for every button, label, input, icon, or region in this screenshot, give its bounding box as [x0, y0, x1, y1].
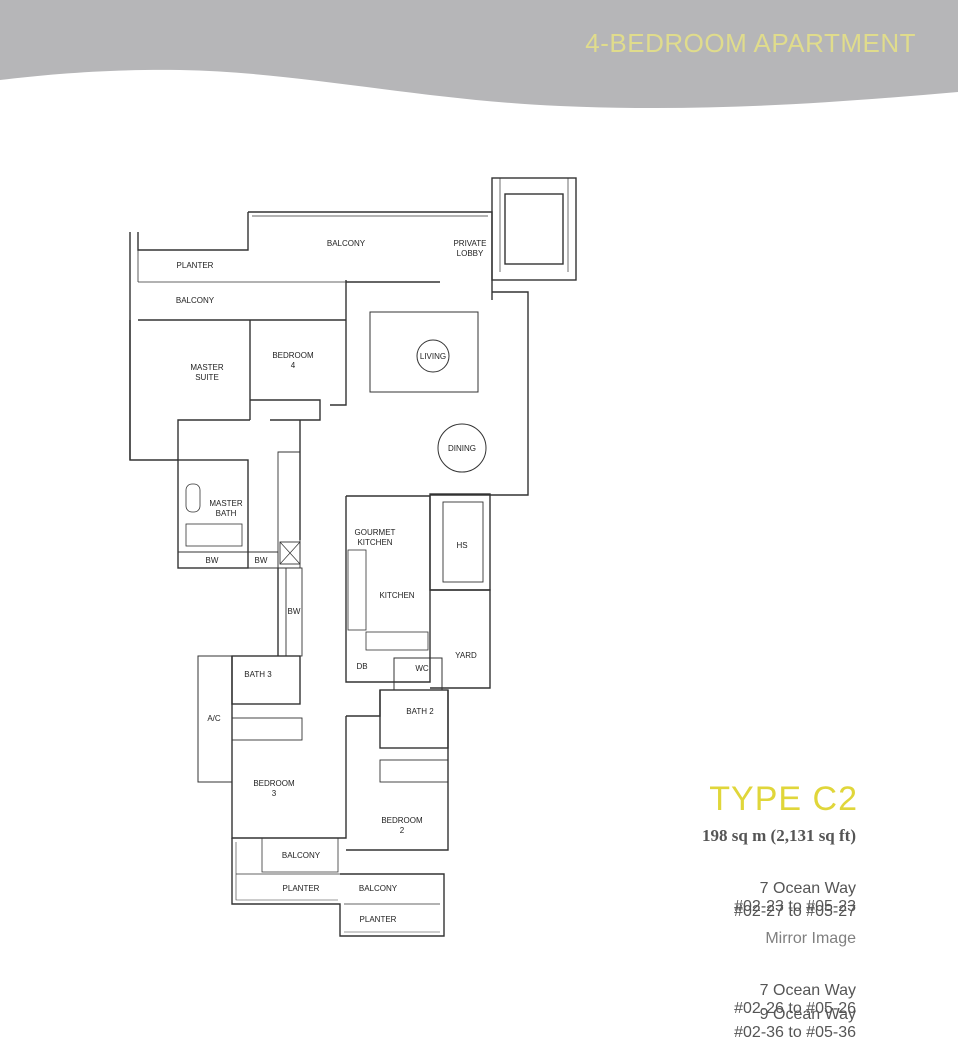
label-bw-2: BW: [255, 556, 268, 565]
label-gourmet-kitchen-1: GOURMET: [355, 528, 396, 537]
dining-table-icon: [437, 423, 487, 473]
label-kitchen: KITCHEN: [379, 591, 414, 600]
label-bedroom4-2: 4: [291, 361, 296, 370]
floor-plan: BALCONY PRIVATE LOBBY PLANTER BALCONY MA…: [129, 177, 577, 937]
label-master-bath-1: MASTER: [209, 499, 243, 508]
label-bedroom2-2: 2: [400, 826, 405, 835]
bath3-outline: [231, 655, 301, 705]
mirror-address-line-2: 9 Ocean Way #02-36 to #05-36: [716, 988, 856, 1060]
unit-type-title: TYPE C2: [709, 780, 858, 818]
label-private-lobby-2: LOBBY: [457, 249, 484, 258]
address-street: 7 Ocean Way: [759, 880, 856, 897]
bedroom2-outline: [346, 690, 449, 851]
label-db: DB: [356, 662, 367, 671]
label-planter-left: PLANTER: [177, 261, 214, 270]
lift-shaft: [491, 177, 577, 281]
page-title: 4-BEDROOM APARTMENT: [585, 28, 916, 58]
mirror-image-label: Mirror Image: [765, 930, 856, 947]
label-bath3: BATH 3: [244, 670, 272, 679]
label-yard: YARD: [455, 651, 477, 660]
label-master-suite-1: MASTER: [190, 363, 224, 372]
address-range: #02-23 to #05-23: [734, 898, 856, 915]
label-bw-3: BW: [288, 607, 301, 616]
label-balcony-b3: BALCONY: [282, 851, 321, 860]
label-hs: HS: [456, 541, 467, 550]
mirror-address-line-1: 7 Ocean Way #02-26 to #05-26: [716, 964, 856, 1036]
address-range: #02-36 to #05-36: [734, 1024, 856, 1041]
label-master-suite-2: SUITE: [195, 373, 219, 382]
kitchen-outline: [345, 495, 431, 683]
address-range: #02-26 to #05-26: [734, 1000, 856, 1017]
label-master-bath-2: BATH: [216, 509, 237, 518]
bath2-outline: [379, 689, 449, 749]
label-balcony-left: BALCONY: [176, 296, 215, 305]
header-wave-band: [0, 0, 958, 109]
address-street: 9 Ocean Way: [759, 1006, 856, 1023]
label-bw-1: BW: [206, 556, 219, 565]
label-bedroom2-1: BEDROOM: [381, 816, 423, 825]
label-bath2: BATH 2: [406, 707, 434, 716]
label-bedroom3-2: 3: [272, 789, 277, 798]
unit-area: 198 sq m (2,131 sq ft): [702, 826, 856, 845]
label-dining: DINING: [448, 444, 476, 453]
label-balcony-top: BALCONY: [327, 239, 366, 248]
label-bedroom3-1: BEDROOM: [253, 779, 295, 788]
balcony-top-outline: [137, 211, 493, 300]
address-street: 7 Ocean Way: [759, 982, 856, 999]
balcony-bottom-outline: [231, 838, 445, 937]
living-dining-outline: [346, 281, 529, 496]
label-planter-bottom: PLANTER: [360, 915, 397, 924]
label-ac: A/C: [207, 714, 221, 723]
bedroom3-outline: [231, 656, 347, 839]
label-balcony-bottom: BALCONY: [359, 884, 398, 893]
label-planter-bottom-left: PLANTER: [283, 884, 320, 893]
label-living: LIVING: [420, 352, 446, 361]
label-bedroom4-1: BEDROOM: [272, 351, 314, 360]
address-line-2: #02-27 to #05-27: [716, 885, 856, 939]
label-gourmet-kitchen-2: KITCHEN: [357, 538, 392, 547]
address-line-1: 7 Ocean Way #02-23 to #05-23: [716, 862, 856, 934]
address-range: #02-27 to #05-27: [734, 903, 856, 920]
label-wc: WC: [415, 664, 429, 673]
label-private-lobby-1: PRIVATE: [453, 239, 486, 248]
sofa-area: [369, 311, 479, 393]
